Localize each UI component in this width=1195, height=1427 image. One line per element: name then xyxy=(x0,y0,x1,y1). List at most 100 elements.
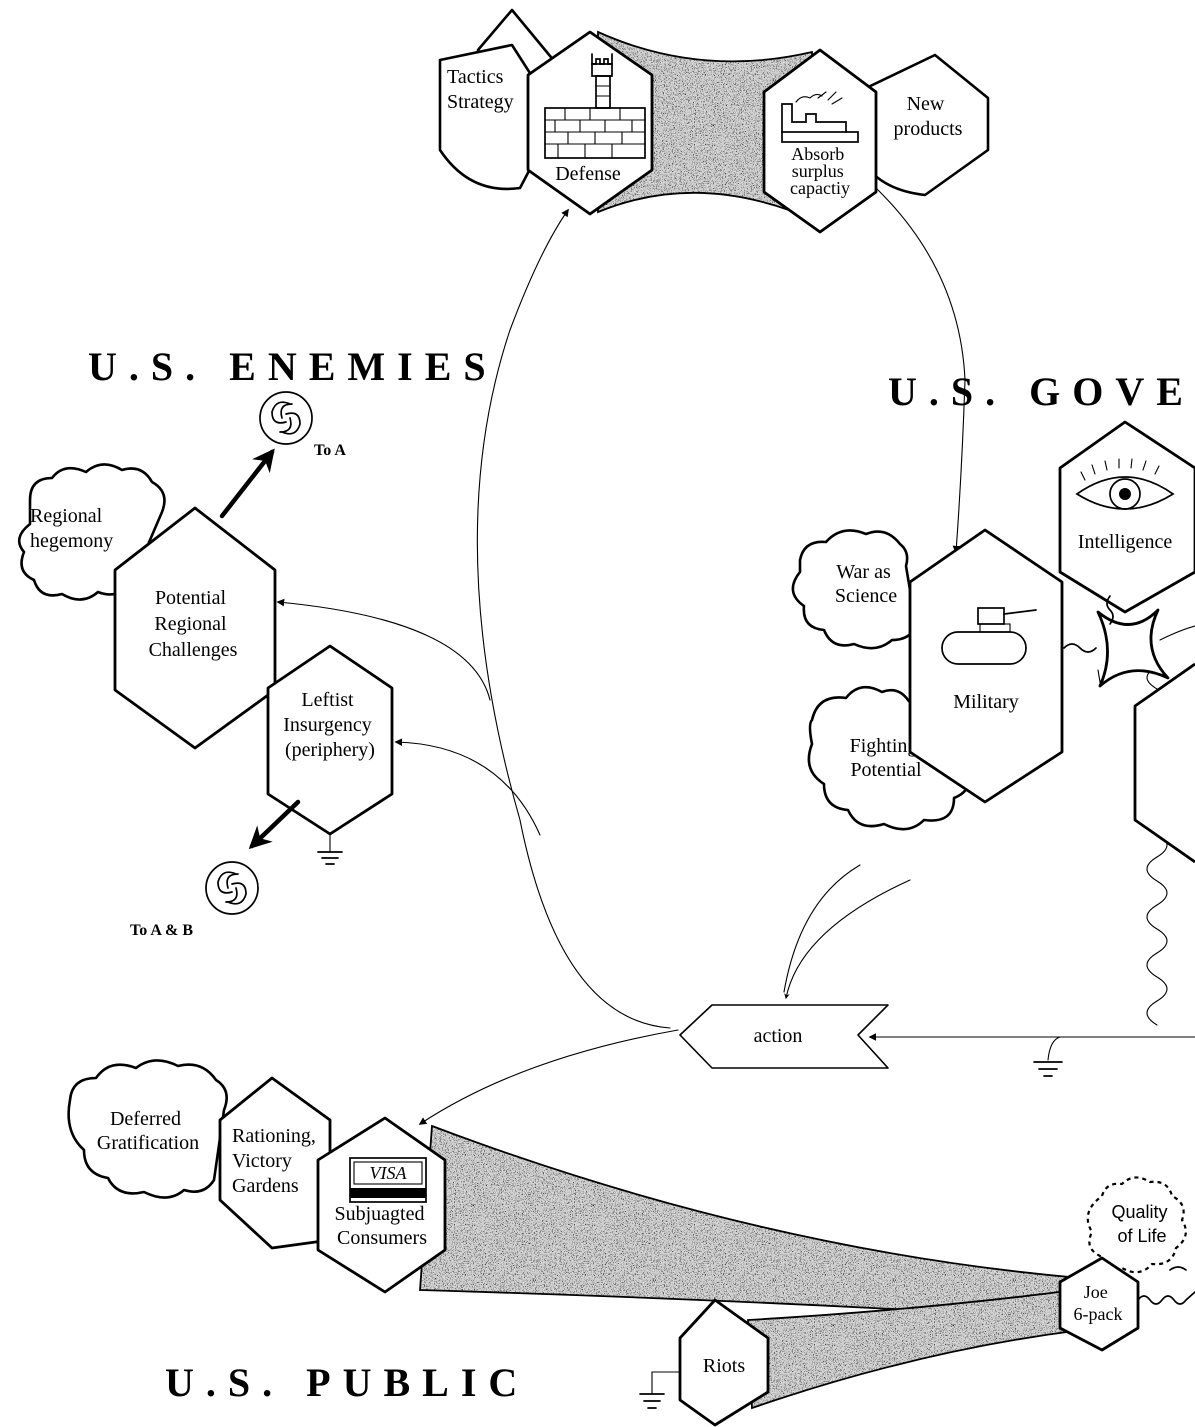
regional-word-2: Regional xyxy=(154,613,227,635)
to-a-caption: To A xyxy=(314,442,346,459)
heading-us-government: U.S. GOVER xyxy=(888,369,1195,414)
connector-into-action-a xyxy=(783,864,861,993)
visa-text: VISA xyxy=(370,1163,408,1183)
military-hexagon xyxy=(908,528,1064,804)
absorb-label: Absorb surplus capactiy xyxy=(790,144,850,198)
deferred-gratification-label: Deferred Gratification xyxy=(97,1108,199,1154)
fighting-potential-label: Fighting Potential xyxy=(850,735,923,781)
eye-icon xyxy=(1075,458,1175,510)
enemies-cluster: Regional hegemony Potential Regional Cha… xyxy=(17,391,394,939)
heading-us-enemies: U.S. ENEMIES xyxy=(88,344,498,389)
ground-symbol-icon xyxy=(639,1371,681,1409)
joe-six-pack-hexagon xyxy=(1058,1256,1140,1352)
new-products-label: New products xyxy=(894,93,963,140)
ground-symbol-icon xyxy=(317,833,343,865)
hegemony-word: hegemony xyxy=(30,530,113,552)
capacity-word: capactiy xyxy=(790,178,850,198)
connector-to-leftist xyxy=(394,738,541,836)
quality-of-life-cloud xyxy=(1086,1176,1187,1274)
subjugated-consumers-label: Subjuagted Consumers xyxy=(335,1203,430,1249)
riots-joe-funnel xyxy=(747,1288,1084,1410)
connector-to-regional xyxy=(276,598,491,701)
intelligence-label: Intelligence xyxy=(1078,531,1173,553)
surplus-word: surplus xyxy=(792,161,844,181)
tank-icon xyxy=(941,607,1037,665)
potential-regional-label: Potential Regional Challenges xyxy=(149,587,238,661)
star-right-line xyxy=(1159,625,1195,641)
spiral-vortex-icon xyxy=(259,391,313,445)
connector-absorb-military xyxy=(875,187,966,554)
victory-word: Victory xyxy=(232,1150,292,1172)
factory-icon xyxy=(781,91,859,143)
of-life-word: of Life xyxy=(1117,1226,1166,1246)
strategy-label: Strategy xyxy=(447,91,514,113)
regional-hegemony-label: Regional hegemony xyxy=(30,505,113,552)
deferred-word: Deferred xyxy=(110,1108,181,1130)
partial-right-hexagon xyxy=(1133,662,1195,864)
tactics-strategy-label: Tactics Strategy xyxy=(447,66,514,113)
quality-of-life-label: Quality of Life xyxy=(1111,1202,1172,1246)
riots-hexagon xyxy=(678,1298,770,1427)
to-a-and-b-caption: To A & B xyxy=(130,922,193,939)
credit-card-icon: VISA xyxy=(349,1157,427,1203)
defense-label: Defense xyxy=(555,163,621,185)
public-cluster: Deferred Gratification Rationing, Victor… xyxy=(67,1059,1187,1427)
absorb-word: Absorb xyxy=(791,144,844,164)
connector-action-defense xyxy=(476,208,671,1029)
defense-hexagon xyxy=(526,30,654,216)
war-as-science-cloud xyxy=(791,529,918,650)
rationing-label: Rationing, Victory Gardens xyxy=(232,1125,321,1197)
star-junction xyxy=(1096,608,1170,688)
intel-star-squiggle xyxy=(1106,595,1114,625)
joe-six-pack-label: Joe 6-pack xyxy=(1074,1282,1123,1324)
defense-economy-cluster: Tactics Strategy New products xyxy=(438,8,990,234)
subjugated-word: Subjuagted xyxy=(335,1203,425,1225)
heading-us-public: U.S. PUBLIC xyxy=(165,1360,529,1405)
new-label: New xyxy=(907,93,945,115)
intelligence-hexagon xyxy=(1058,420,1195,614)
potential-word-gov: Potential xyxy=(850,759,922,781)
science-word: Science xyxy=(835,585,897,607)
ground-symbol-icon xyxy=(1033,1061,1063,1077)
quality-joe-squiggle xyxy=(1169,1266,1187,1271)
military-label: Military xyxy=(953,691,1019,713)
consumers-joe-funnel xyxy=(419,1124,1092,1321)
regional-word: Regional xyxy=(30,505,103,527)
leftist-word: Leftist xyxy=(301,689,354,711)
challenges-word: Challenges xyxy=(149,639,238,661)
gratification-word: Gratification xyxy=(97,1132,199,1154)
connector-action-consumers xyxy=(418,1029,679,1125)
connector-right-ground xyxy=(1047,1036,1195,1061)
military-star-squiggle xyxy=(1063,643,1097,653)
absorb-hexagon xyxy=(762,48,878,234)
insurgency-word: Insurgency xyxy=(283,714,372,736)
fighting-potential-cloud xyxy=(807,685,971,831)
rationing-hexagon xyxy=(218,1076,332,1250)
potential-regional-challenges-hexagon xyxy=(113,506,277,750)
spiral-vortex-icon xyxy=(205,861,259,915)
action-flag-shape xyxy=(679,1004,889,1069)
arrow-to-a xyxy=(219,448,275,519)
consumers-word: Consumers xyxy=(337,1227,427,1249)
potential-word: Potential xyxy=(155,587,227,609)
castle-tower-icon xyxy=(544,53,646,159)
joe-word: Joe xyxy=(1084,1282,1108,1302)
government-cluster: War as Science Fighting Potential Milita… xyxy=(791,420,1195,864)
joe-squiggle xyxy=(1137,1291,1195,1305)
rationing-word: Rationing, xyxy=(232,1125,316,1147)
war-as-science-label: War as Science xyxy=(835,561,897,607)
products-label: products xyxy=(894,118,963,140)
fighting-word: Fighting xyxy=(850,735,918,757)
action-node[interactable]: action xyxy=(679,1004,889,1069)
riots-label: Riots xyxy=(703,1355,745,1377)
quality-word: Quality xyxy=(1111,1202,1167,1222)
periphery-word: (periphery) xyxy=(285,739,375,761)
tactics-label: Tactics xyxy=(447,66,504,88)
six-pack-word: 6-pack xyxy=(1074,1304,1123,1324)
gardens-word: Gardens xyxy=(232,1175,299,1197)
leftist-insurgency-label: Leftist Insurgency (periphery) xyxy=(283,689,377,761)
arrow-to-a-and-b xyxy=(248,799,301,850)
war-as-word: War as xyxy=(836,561,891,583)
